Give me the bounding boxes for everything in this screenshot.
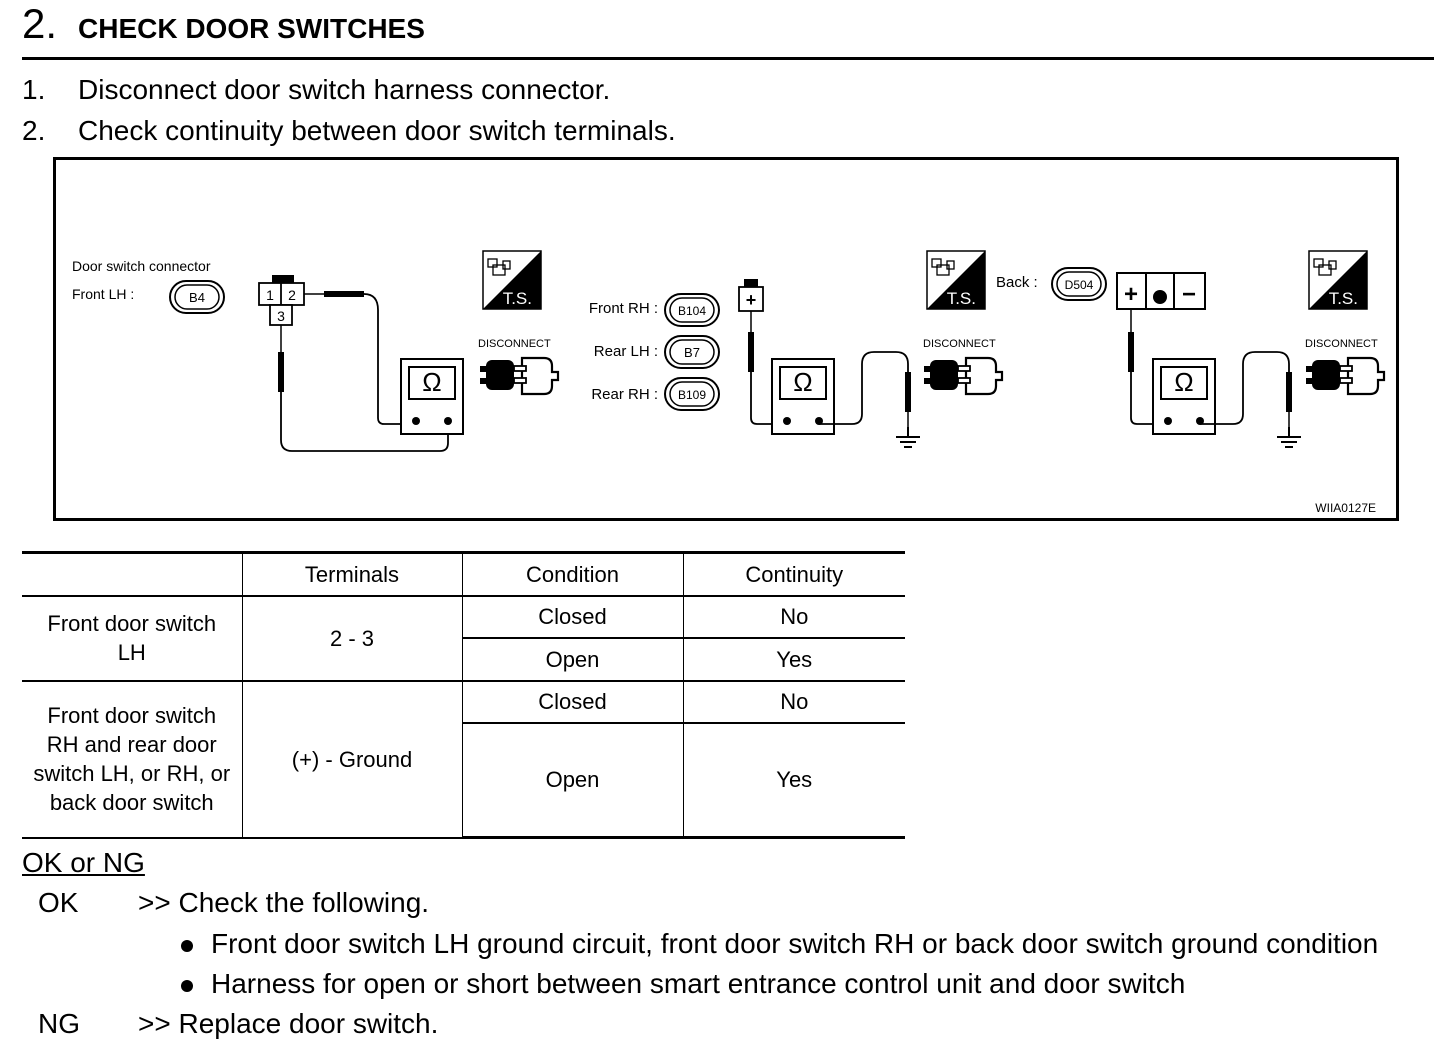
table-header: Condition [461,551,684,597]
svg-text:2: 2 [288,287,296,303]
ng-text: >> Replace door switch. [138,1008,439,1039]
disconnect-icon [922,356,1004,396]
svg-text:3: 3 [277,308,285,324]
svg-text:−: − [1182,281,1196,308]
continuity-cell: Yes [682,637,905,682]
front-rh-label: Front RH : [589,300,658,317]
component-cell: Front door switch LH [22,595,243,682]
svg-text:+: + [1124,281,1138,308]
list-item: Harness for open or short between smart … [181,967,1186,1001]
list-item-text: Front door switch LH ground circuit, fro… [211,928,1379,959]
instruction-text: Check continuity between door switch ter… [78,115,676,146]
svg-text:B4: B4 [189,290,205,305]
svg-text:D504: D504 [1065,278,1094,292]
diagram-canvas: Door switch connector Front LH : B4 1 2 … [72,250,1386,515]
ohm-symbol: Ω [1174,367,1193,397]
condition-cell: Open [462,637,684,682]
back-door-connector: + − [1116,272,1206,310]
table-row: Front door switch LH 2 - 3 Closed No [22,595,905,682]
rear-rh-label: Rear RH : [591,386,658,403]
continuity-cell: Yes [682,722,905,839]
ok-label: OK [38,887,79,918]
front-lh-label: Front LH : [72,286,134,302]
ground-icon [1276,426,1302,448]
instruction-number: 2. [22,115,46,146]
connector-heading: Door switch connector [72,258,211,274]
result-heading: OK or NG [22,847,145,878]
ground-icon [895,426,921,448]
continuity-cell: No [682,680,905,724]
disconnect-label: DISCONNECT [923,338,996,350]
svg-text:B104: B104 [678,304,706,318]
wiring-diagram: Door switch connector Front LH : B4 1 2 … [53,157,1399,521]
back-label: Back : [996,274,1038,291]
bullet-icon [181,940,193,952]
terminals-cell: 2 - 3 [241,595,463,682]
disconnect-icon [478,356,560,396]
table-row: Open Yes [22,722,905,839]
svg-text:B109: B109 [678,388,706,402]
page-title: CHECK DOOR SWITCHES [78,13,425,44]
list-item-text: Harness for open or short between smart … [211,968,1186,999]
list-item: Front door switch LH ground circuit, fro… [181,927,1379,961]
ok-text: >> Check the following. [138,887,430,918]
disconnect-label: DISCONNECT [1305,338,1378,350]
ts-label: T.S. [947,289,976,308]
table-header: Continuity [682,551,905,597]
table-header-row: Terminals Condition Continuity [22,551,905,597]
instruction-number: 1. [22,74,46,105]
table-row: Front door switch RH and rear door switc… [22,680,905,839]
continuity-cell: No [682,595,905,639]
connector-badge-b4: B4 [169,280,225,314]
title-divider [22,57,1434,60]
ohm-symbol: Ω [422,367,441,397]
disconnect-label: DISCONNECT [478,338,551,350]
component-cell: Front door switch RH and rear door switc… [22,680,243,839]
bullet-icon [181,980,193,992]
rear-lh-label: Rear LH : [594,343,658,360]
connector-plus-pin: + [738,279,764,312]
ts-label: T.S. [503,289,532,308]
connector-badge-b7: B7 [664,335,720,369]
condition-cell: Closed [461,680,684,724]
condition-cell: Closed [461,595,684,639]
svg-text:B7: B7 [684,345,700,360]
instruction-text: Disconnect door switch harness connector… [78,74,611,105]
figure-code: WIIA0127E [1315,501,1376,515]
condition-cell: Open [462,722,684,839]
table-header [22,551,243,597]
ohm-symbol: Ω [793,367,812,397]
connector-badge-d504: D504 [1051,267,1107,301]
connector-badge-b109: B109 [664,377,720,411]
table-row: Open Yes [22,637,905,682]
disconnect-icon [1304,356,1386,396]
svg-text:1: 1 [266,287,274,303]
table-header: Terminals [241,551,463,597]
continuity-table: Terminals Condition Continuity Front doo… [22,551,905,839]
svg-text:+: + [746,290,757,310]
ts-label: T.S. [1329,289,1358,308]
instruction-item: 2. Check continuity between door switch … [22,114,922,148]
terminals-cell: (+) - Ground [241,680,463,839]
connector-badge-b104: B104 [664,293,720,327]
step-number: 2. [22,0,58,47]
instruction-item: 1. Disconnect door switch harness connec… [22,73,922,107]
ng-label: NG [38,1008,80,1039]
connector-pins-lh: 1 2 3 [258,275,305,326]
